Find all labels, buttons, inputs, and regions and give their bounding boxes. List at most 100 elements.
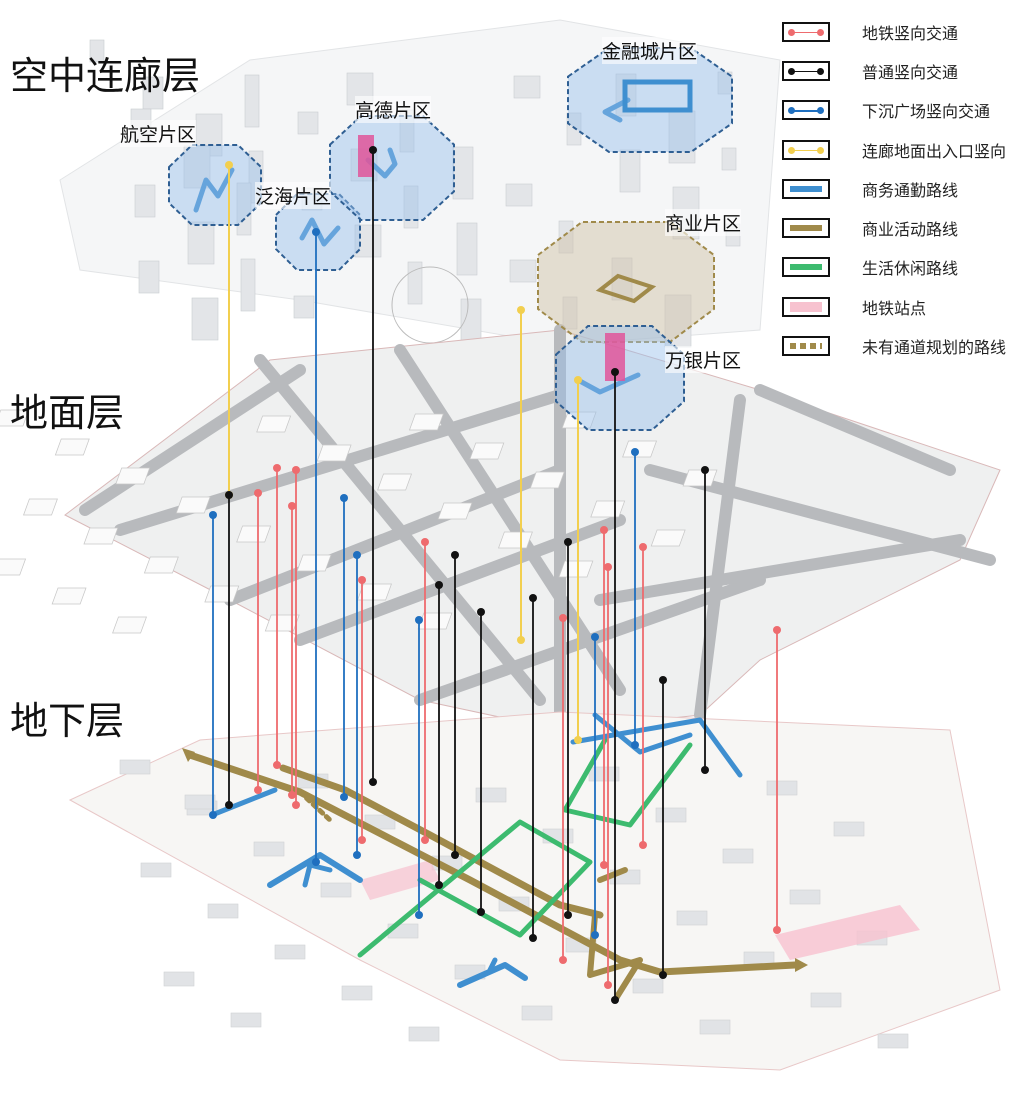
ground-block (51, 587, 87, 605)
normal-vertical-node (659, 676, 667, 684)
sunken-vertical-node (631, 448, 639, 456)
legend-item: 商务通勤路线 (782, 169, 1006, 208)
sunken-vertical-node (631, 741, 639, 749)
underground-block (163, 971, 195, 987)
normal-vertical-node (529, 594, 537, 602)
underground-block (320, 882, 352, 898)
underground-block (810, 992, 842, 1008)
ground-block (316, 444, 352, 462)
ground-road (79, 364, 306, 516)
building-block (456, 222, 478, 276)
metro-vertical-node (292, 466, 300, 474)
ground-block (558, 560, 594, 578)
business-route (302, 862, 333, 888)
sunken-vertical-node (312, 858, 320, 866)
corridor-vertical-node (574, 736, 582, 744)
metro-vertical-node (600, 526, 608, 534)
metro-vertical-node (288, 502, 296, 510)
legend-label: 下沉广场竖向交通 (862, 102, 991, 122)
legend-item: 未有通道规划的路线 (782, 326, 1006, 365)
legend-item: 商业活动路线 (782, 208, 1006, 247)
building-block (236, 182, 252, 236)
ground-block (622, 440, 658, 458)
normal-vertical-node (611, 996, 619, 1004)
metro-vertical-node (421, 836, 429, 844)
ground-block (256, 415, 292, 433)
sky-business-route (365, 147, 398, 179)
sunken-vertical-node (591, 633, 599, 641)
building-block (721, 147, 737, 171)
corridor-vertical-swatch (782, 139, 830, 160)
normal-vertical-swatch (782, 60, 830, 81)
underground-block (274, 944, 306, 960)
building-block (187, 221, 215, 265)
building-block (619, 149, 641, 193)
sunken-vertical-node (353, 851, 361, 859)
commerce-route (279, 764, 604, 919)
ground-block (143, 556, 179, 574)
metro-vertical-node (292, 801, 300, 809)
sunken-vertical-node (340, 793, 348, 801)
normal-vertical-node (477, 908, 485, 916)
ground-block (204, 585, 240, 603)
building-block (668, 110, 696, 164)
ground-road (754, 384, 956, 476)
ground-block (112, 616, 147, 634)
legend-item: 下沉广场竖向交通 (782, 91, 1006, 130)
metro-vertical-node (639, 841, 647, 849)
ground-block (0, 409, 30, 427)
normal-vertical-node (451, 851, 459, 859)
normal-vertical-node (477, 608, 485, 616)
ground-block (469, 442, 505, 460)
underground-block (253, 841, 285, 857)
layer-title-underground: 地下层 (10, 699, 125, 743)
ground-block (377, 473, 413, 491)
ground-block (0, 558, 27, 576)
legend-label: 商业活动路线 (862, 220, 959, 240)
underground-block (408, 1026, 440, 1042)
normal-vertical-node (701, 766, 709, 774)
underground-block (699, 1019, 731, 1035)
metro-station-area (775, 905, 920, 960)
zone-gaode (329, 115, 455, 221)
building-block (89, 39, 105, 63)
underground-block (676, 910, 708, 926)
building-block (244, 74, 260, 128)
zone-label-jinrongcheng: 金融城片区 (602, 37, 698, 64)
ground-block (437, 502, 473, 520)
legend-item: 地铁竖向交通 (782, 12, 1006, 51)
leisure-route (562, 737, 693, 828)
normal-vertical-node (225, 801, 233, 809)
metro-vertical-node (773, 926, 781, 934)
ground-block (115, 467, 151, 485)
metro-vertical-node (773, 626, 781, 634)
ground-road (694, 394, 746, 721)
business-route (267, 852, 363, 888)
underground-block (655, 807, 687, 823)
arrow-head-icon (795, 958, 808, 972)
underground-block (789, 889, 821, 905)
building-block (354, 224, 382, 258)
layer-title-sky: 空中连廊层 (10, 54, 201, 98)
sunken-vertical-node (353, 551, 361, 559)
arrow-head-icon (182, 748, 195, 762)
ground-block (54, 438, 90, 456)
legend-label: 地铁站点 (862, 298, 927, 318)
corridor-vertical-node (574, 376, 582, 384)
ground-block (650, 529, 686, 547)
normal-vertical-node (564, 538, 572, 546)
zone-label-fanhai: 泛海片区 (255, 182, 332, 209)
sunken-vertical-node (340, 494, 348, 502)
ground-road (224, 464, 566, 606)
normal-vertical-node (369, 778, 377, 786)
underground-block (230, 1012, 262, 1028)
legend-item: 生活休闲路线 (782, 248, 1006, 287)
normal-vertical-node (451, 551, 459, 559)
underground-block (877, 1033, 909, 1049)
sunken-vertical-node (415, 911, 423, 919)
metro-station-tower (358, 135, 374, 177)
unplanned-route-swatch (782, 336, 830, 357)
legend-label: 商务通勤路线 (862, 180, 959, 200)
building-block (566, 112, 582, 146)
